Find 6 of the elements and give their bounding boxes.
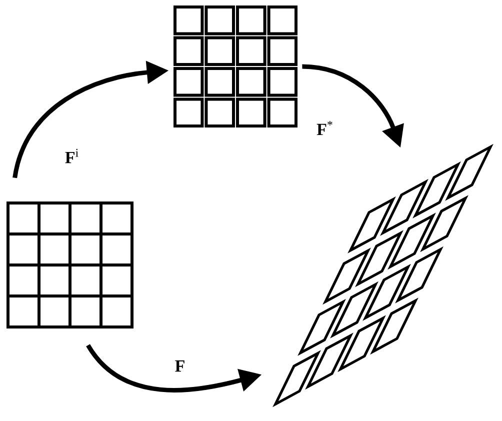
grid-drawing bbox=[274, 144, 494, 406]
edge-label: F bbox=[175, 360, 184, 372]
edge-label: F$^{*}$ bbox=[316, 120, 332, 136]
edge-label: F$^{i}$ bbox=[65, 148, 78, 164]
grid-drawing bbox=[6, 202, 134, 328]
grid-drawing bbox=[174, 6, 298, 128]
